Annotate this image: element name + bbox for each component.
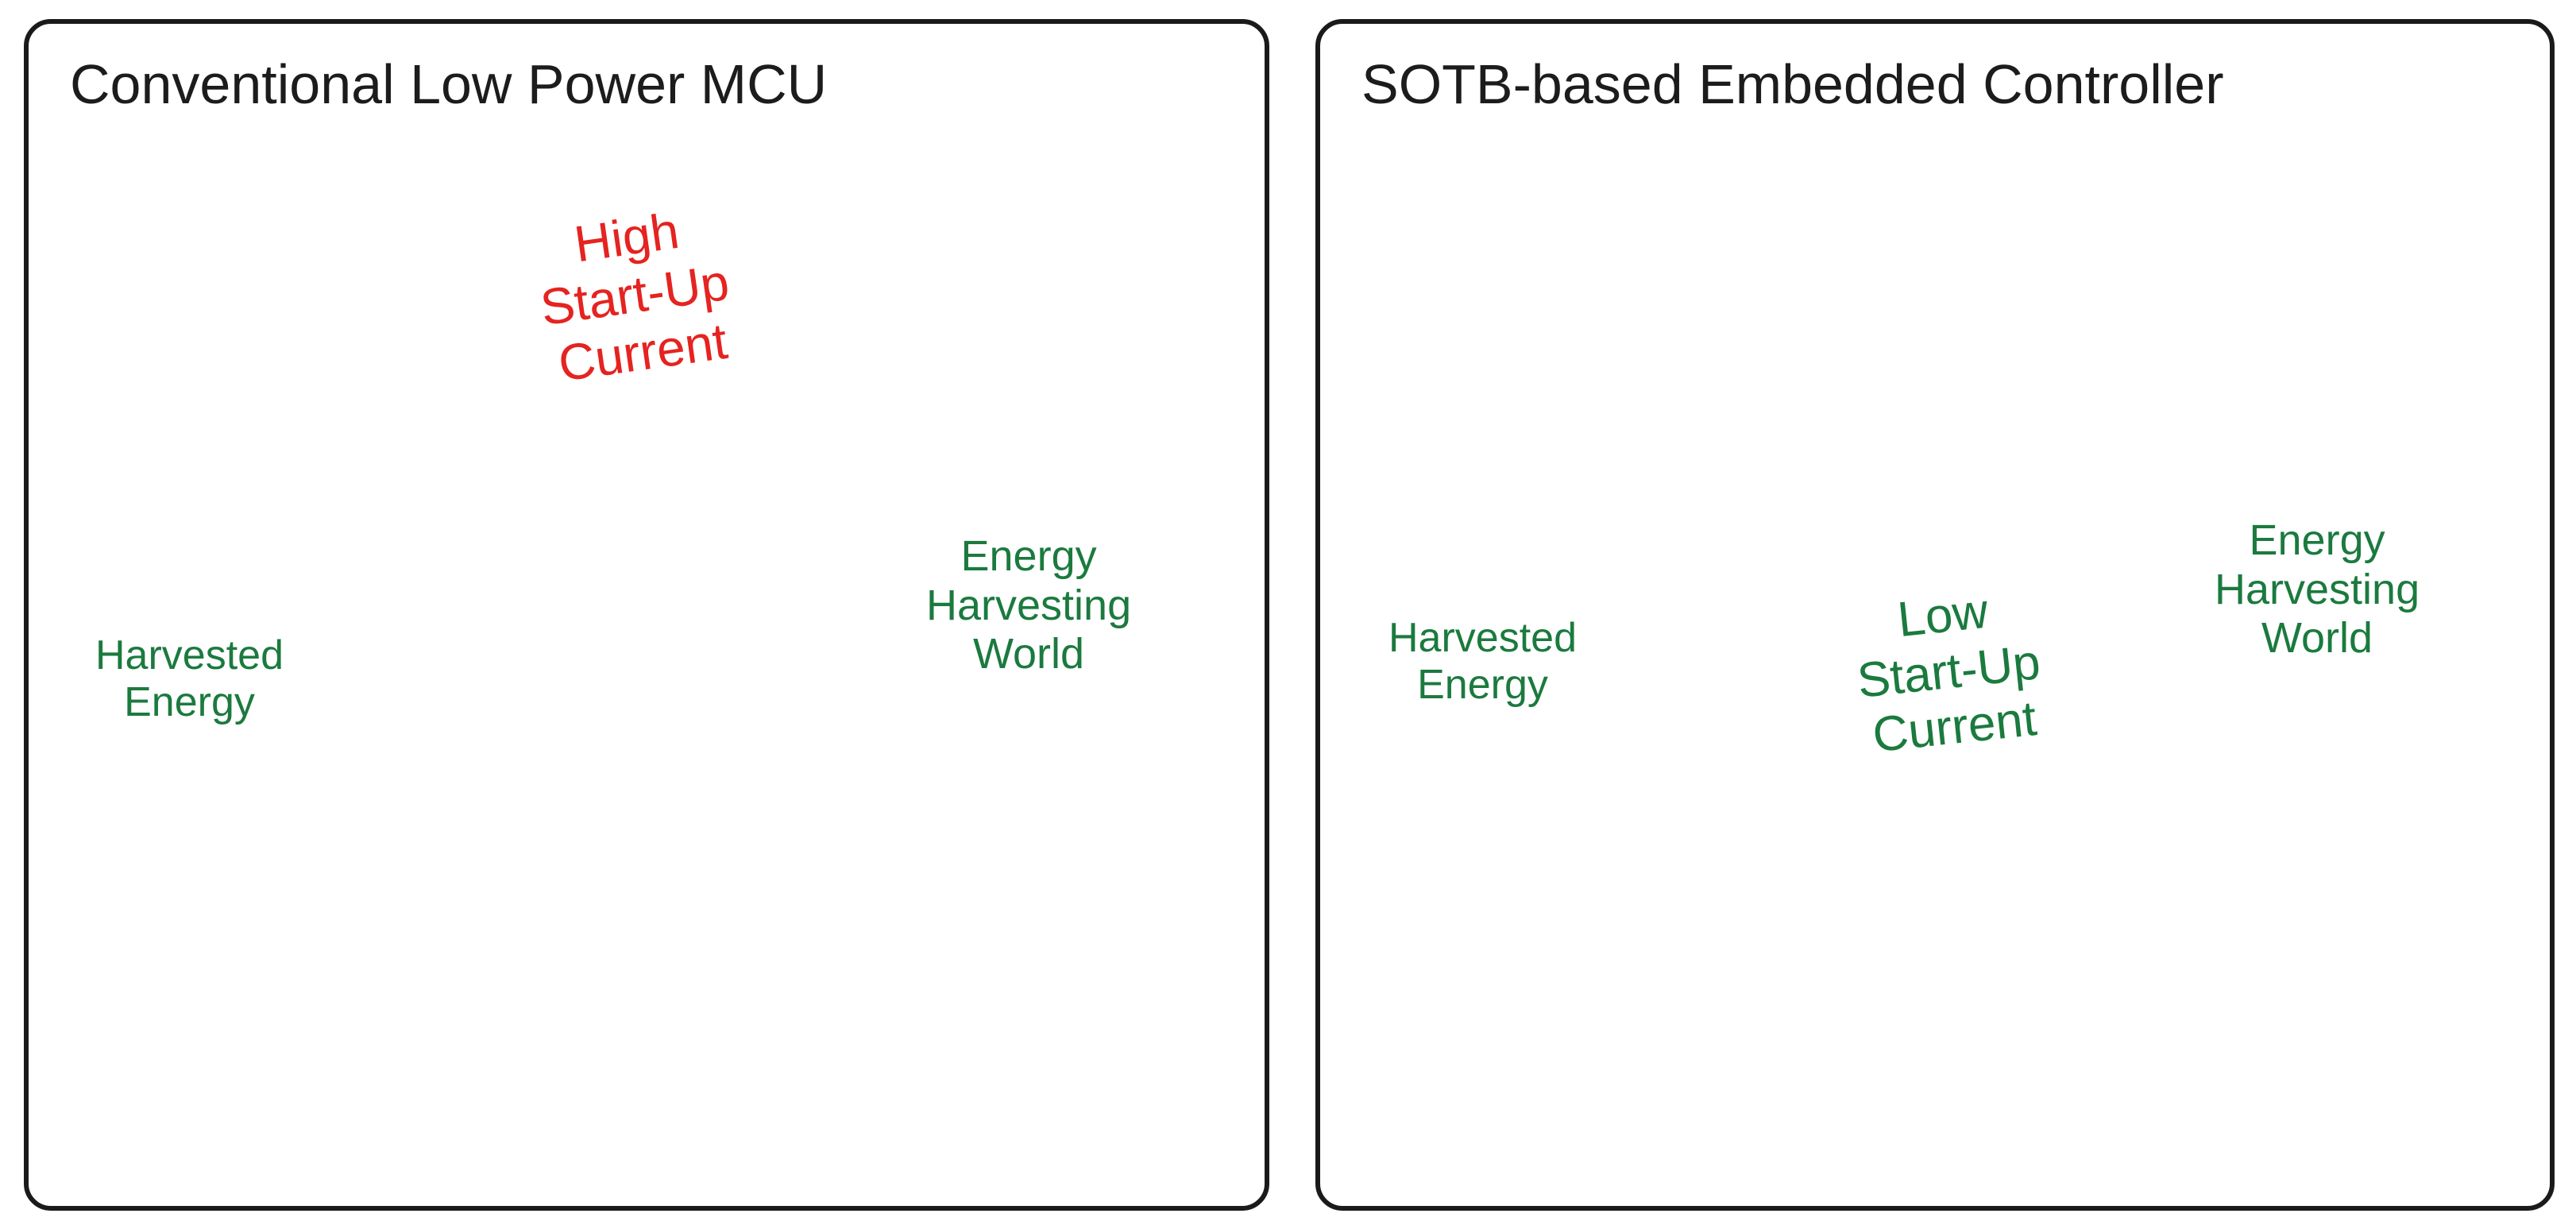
- right-wall-label: Low Start-Up Current: [1854, 583, 2043, 763]
- left-panel-title: Conventional Low Power MCU: [70, 53, 828, 115]
- right-panel-title: SOTB-based Embedded Controller: [1361, 53, 2224, 115]
- left-wall-label: High Start-Up Current: [537, 201, 733, 392]
- left-panel: Conventional Low Power MCU: [24, 19, 1269, 1211]
- left-energy-world-label: Energy Harvesting World: [926, 532, 1132, 678]
- right-energy-world-label: Energy Harvesting World: [2215, 516, 2420, 663]
- left-harvested-energy-label: Harvested Energy: [95, 632, 284, 726]
- right-panel: SOTB-based Embedded Controller: [1315, 19, 2555, 1211]
- right-harvested-energy-label: Harvested Energy: [1388, 615, 1577, 709]
